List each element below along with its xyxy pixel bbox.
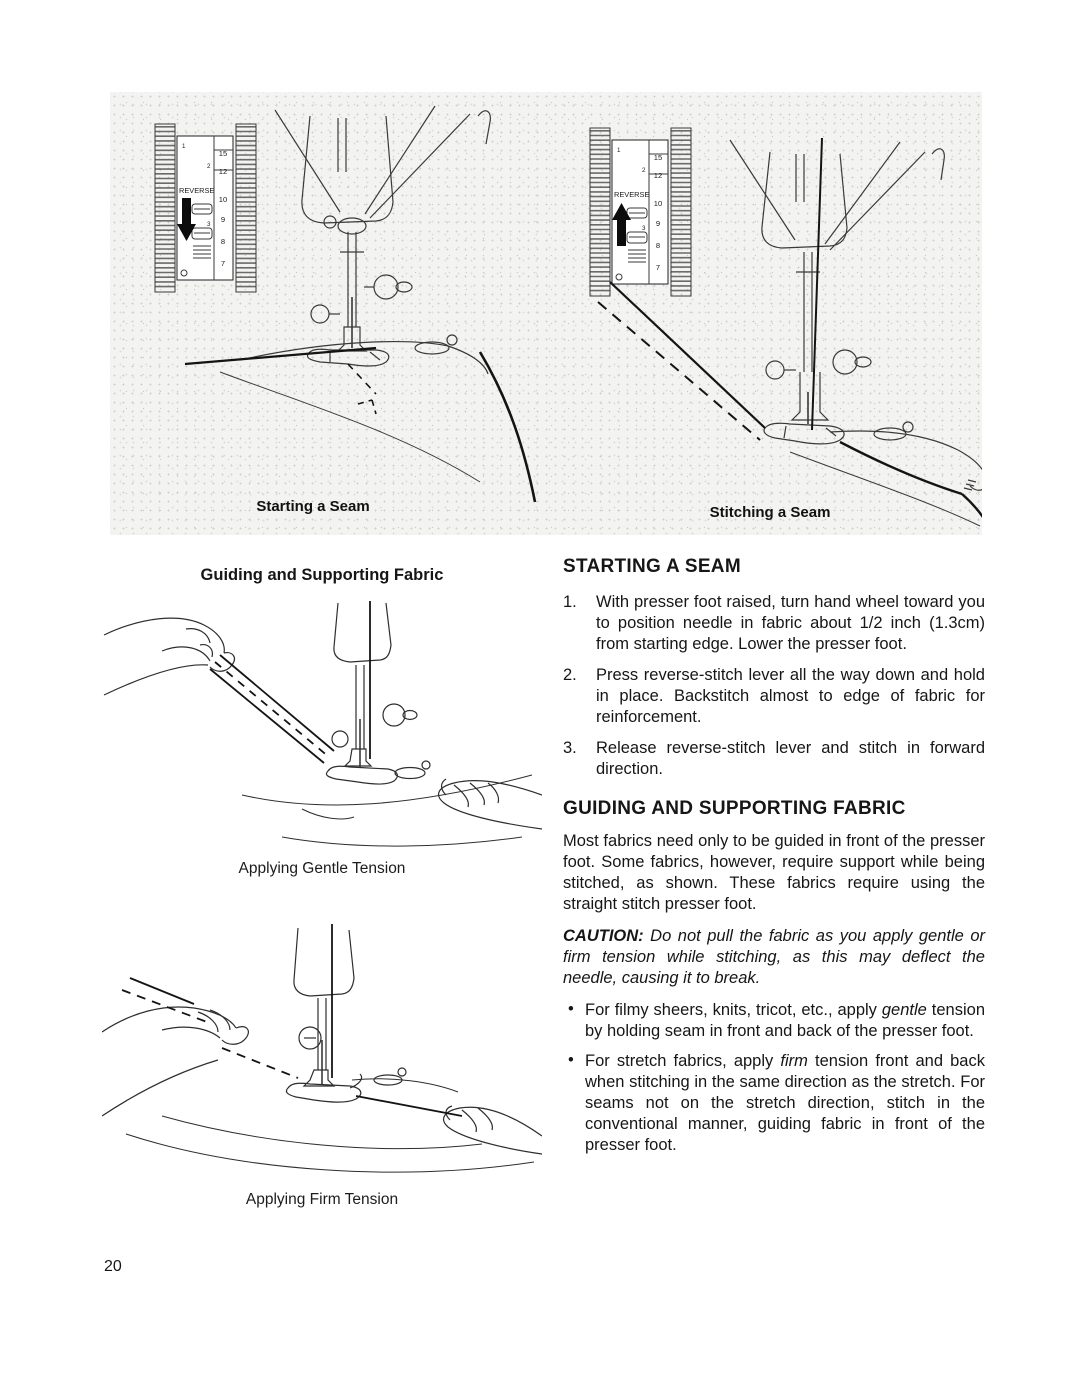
svg-text:8: 8 xyxy=(656,241,660,250)
reverse-up-arrow-icon xyxy=(612,203,631,246)
dial-inset-reverse-up: REVERSE 15 12 10 9 8 7 1 2 3 xyxy=(583,116,698,306)
svg-text:9: 9 xyxy=(221,215,225,224)
caution-text: Do not pull the fabric as you apply gent… xyxy=(563,927,985,987)
left-column-heading: Guiding and Supporting Fabric xyxy=(200,566,444,584)
svg-text:1: 1 xyxy=(617,147,621,154)
svg-text:10: 10 xyxy=(219,195,227,204)
dial-inset-reverse-down: REVERSE 15 12 10 9 8 7 1 2 3 xyxy=(148,112,263,302)
caution-paragraph: CAUTION: Do not pull the fabric as you a… xyxy=(563,926,985,989)
svg-text:15: 15 xyxy=(219,149,227,158)
bullet-text-emphasis: firm xyxy=(780,1052,808,1070)
dial-reverse-label: REVERSE xyxy=(614,190,649,199)
guiding-fabric-paragraph: Most fabrics need only to be guided in f… xyxy=(563,832,985,913)
step-number: 3. xyxy=(563,739,577,757)
bullet-text-pre: For filmy sheers, knits, tricot, etc., a… xyxy=(585,1001,882,1019)
svg-text:7: 7 xyxy=(656,263,660,272)
svg-text:10: 10 xyxy=(654,199,662,208)
step-text: Release reverse-stitch lever and stitch … xyxy=(596,739,985,778)
svg-text:12: 12 xyxy=(219,167,227,176)
photo-top-block: REVERSE 15 12 10 9 8 7 1 2 3 xyxy=(110,92,982,535)
caption-applying-gentle-tension: Applying Gentle Tension xyxy=(238,860,406,877)
caption-applying-firm-tension: Applying Firm Tension xyxy=(245,1191,399,1208)
svg-text:15: 15 xyxy=(654,153,662,162)
svg-text:2: 2 xyxy=(642,167,646,174)
svg-text:2: 2 xyxy=(207,163,211,170)
bullet-text-post: tension by holding seam in front and bac… xyxy=(585,1001,985,1040)
svg-text:3: 3 xyxy=(207,221,211,228)
heading-guiding-and-supporting-fabric: GUIDING AND SUPPORTING FABRIC xyxy=(563,798,906,819)
heading-starting-a-seam: STARTING A SEAM xyxy=(563,556,741,577)
bullet-item: • For filmy sheers, knits, tricot, etc.,… xyxy=(563,1000,985,1042)
dial-reverse-label: REVERSE xyxy=(179,186,214,195)
step-text: With presser foot raised, turn hand whee… xyxy=(596,593,985,653)
step-item: 2. Press reverse-stitch lever all the wa… xyxy=(563,665,985,728)
svg-text:7: 7 xyxy=(221,259,225,268)
step-item: 1. With presser foot raised, turn hand w… xyxy=(563,592,985,655)
svg-text:12: 12 xyxy=(654,171,662,180)
caption-starting-a-seam: Starting a Seam xyxy=(256,498,370,515)
caution-label: CAUTION: xyxy=(563,927,644,945)
step-number: 2. xyxy=(563,666,577,684)
bullet-text-pre: For stretch fabrics, apply xyxy=(585,1052,781,1070)
tension-bullet-list: • For filmy sheers, knits, tricot, etc.,… xyxy=(563,1000,985,1156)
svg-text:1: 1 xyxy=(182,143,186,150)
svg-text:3: 3 xyxy=(642,225,646,232)
svg-text:9: 9 xyxy=(656,219,660,228)
step-text: Press reverse-stitch lever all the way d… xyxy=(596,666,985,726)
illustration-starting-a-seam xyxy=(180,102,590,522)
svg-text:8: 8 xyxy=(221,237,225,246)
right-column: STARTING A SEAM 1. With presser foot rai… xyxy=(563,556,985,1165)
bullet-marker: • xyxy=(568,1000,574,1018)
bullet-item: • For stretch fabrics, apply firm tensio… xyxy=(563,1051,985,1156)
starting-a-seam-steps: 1. With presser foot raised, turn hand w… xyxy=(563,592,985,780)
page-number: 20 xyxy=(104,1258,122,1275)
step-item: 3. Release reverse-stitch lever and stit… xyxy=(563,738,985,780)
figure-applying-gentle-tension xyxy=(102,599,542,854)
left-column: Guiding and Supporting Fabric xyxy=(98,558,546,1209)
step-number: 1. xyxy=(563,593,577,611)
caption-stitching-a-seam: Stitching a Seam xyxy=(709,504,831,521)
figure-applying-firm-tension xyxy=(102,920,542,1185)
bullet-marker: • xyxy=(568,1051,574,1069)
bullet-text-post: tension front and back when stitching in… xyxy=(585,1052,985,1154)
reverse-down-arrow-icon xyxy=(177,198,196,241)
bullet-text-emphasis: gentle xyxy=(881,1001,927,1019)
illustration-stitching-a-seam xyxy=(590,132,982,532)
